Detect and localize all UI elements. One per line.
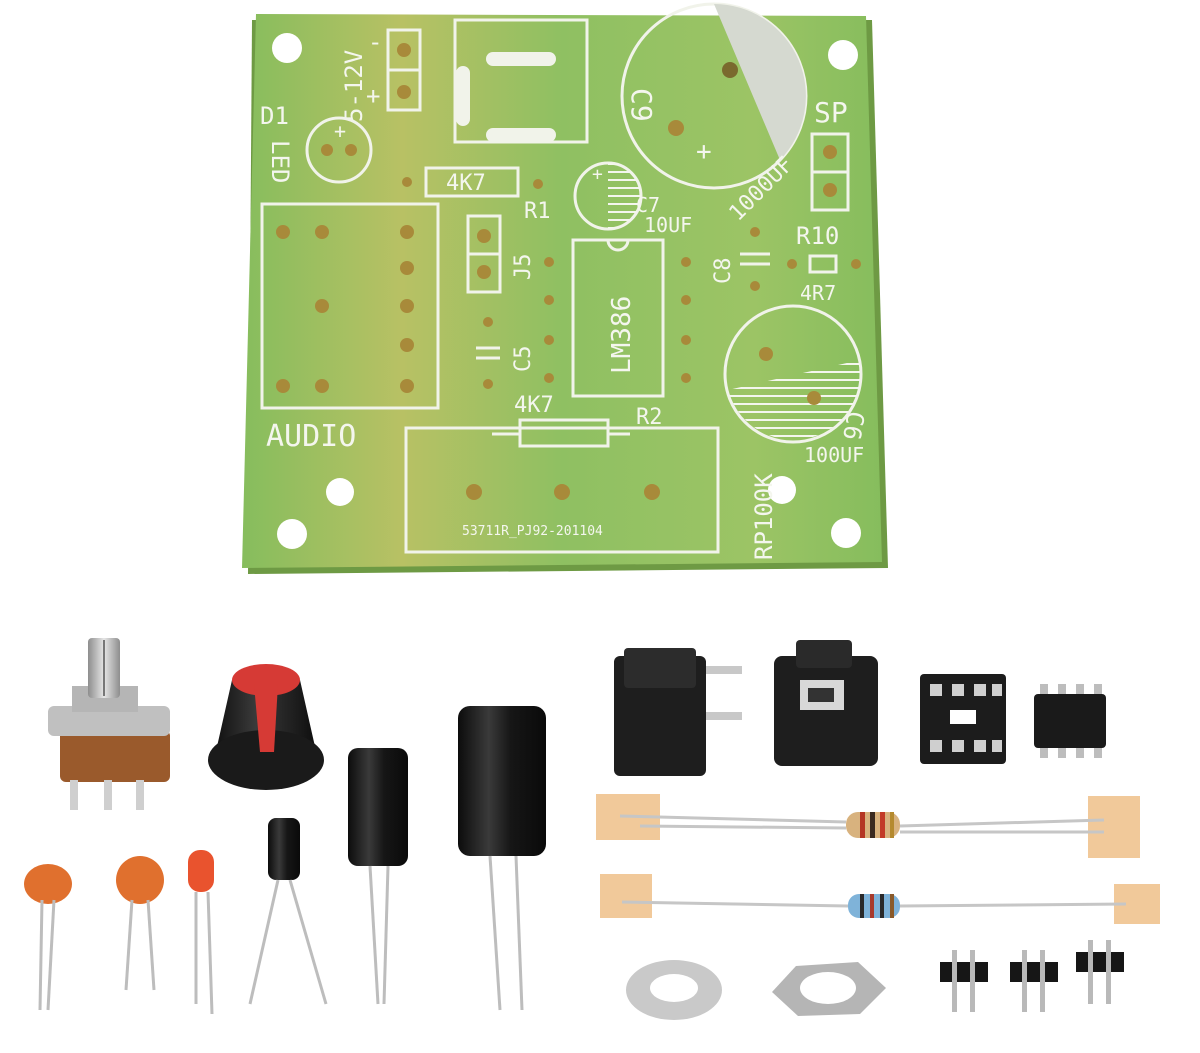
pad: [851, 259, 861, 269]
pad: [823, 145, 837, 159]
r1-outline: [424, 166, 520, 198]
pin-header: [1010, 950, 1058, 1012]
ic-label: LM386: [607, 296, 637, 374]
large-electrolytic-capacitor: [458, 706, 546, 1011]
mount-hole: [768, 476, 796, 504]
d1-label: D1: [260, 102, 289, 130]
audio-label: AUDIO: [266, 419, 356, 454]
pad: [787, 259, 797, 269]
mount-hole: [828, 40, 858, 70]
ic-pads: [544, 257, 691, 383]
c9-plus: +: [696, 137, 712, 167]
r1-value: 4K7: [446, 171, 486, 196]
pad: [477, 229, 491, 243]
ceramic-capacitor: [24, 864, 72, 1011]
ceramic-capacitor: [116, 856, 164, 991]
potentiometer: [48, 638, 170, 810]
resistor-tape: [596, 794, 1140, 858]
mount-hole: [277, 519, 307, 549]
r2-label: R2: [636, 405, 663, 430]
led-plus: +: [334, 119, 346, 143]
c6-label: C6: [837, 409, 870, 442]
knob: [208, 664, 324, 790]
c6-value: 100UF: [804, 443, 864, 467]
mount-hole: [831, 518, 861, 548]
pad: [402, 177, 412, 187]
pcb-board: 5-12V - + + D1 LED 4K7 R1 AUDIO: [242, 2, 888, 574]
dc-power-jack: [614, 648, 742, 776]
pad: [823, 183, 837, 197]
pad: [644, 484, 660, 500]
pad: [533, 179, 543, 189]
pad: [397, 85, 411, 99]
ic-outline: [571, 238, 665, 398]
red-led: [188, 850, 214, 1015]
svg-text:+: +: [592, 164, 603, 185]
power-minus-label: -: [368, 28, 382, 56]
pad: [750, 281, 760, 291]
c5-label: C5: [511, 346, 536, 373]
power-label: 5-12V: [340, 50, 368, 122]
c9-label: C9: [625, 88, 658, 122]
audio-jack: [774, 640, 878, 766]
r1-label: R1: [524, 199, 551, 224]
rp-label: RP100K: [750, 473, 778, 560]
small-electrolytic-capacitor: [248, 818, 328, 1005]
pad: [750, 227, 760, 237]
c8-label: C8: [711, 258, 736, 285]
pad: [321, 144, 333, 156]
mount-hole: [272, 33, 302, 63]
pad: [554, 484, 570, 500]
r10-label: R10: [796, 222, 839, 250]
led-outline: [305, 116, 373, 184]
c7-label: C7: [636, 193, 660, 217]
pcb-surface: [242, 14, 882, 568]
pad: [483, 379, 493, 389]
board-code: 53711R_PJ92-201104: [462, 524, 603, 539]
mount-hole: [326, 478, 354, 506]
led-label: LED: [266, 140, 294, 183]
pad: [483, 317, 493, 327]
r2-value: 4K7: [514, 393, 554, 418]
audio-jack-outline: [260, 202, 440, 410]
pot-outline: [404, 426, 720, 554]
lm386-chip: [1034, 684, 1106, 758]
r10-outline: [808, 254, 838, 274]
ic-socket: [920, 674, 1006, 764]
pin-header: [1076, 940, 1124, 1004]
resistor-tape: [600, 874, 1160, 924]
c6-outline: [723, 304, 863, 444]
hex-nut: [772, 962, 886, 1016]
r10-value: 4R7: [800, 281, 836, 305]
c7-value: 10UF: [644, 213, 692, 237]
washer: [626, 960, 722, 1020]
pad: [466, 484, 482, 500]
j5-label: J5: [511, 254, 536, 281]
pad: [397, 43, 411, 57]
sp-label: SP: [814, 96, 848, 129]
pad: [477, 265, 491, 279]
pin-header: [940, 950, 988, 1012]
medium-electrolytic-capacitor: [348, 748, 408, 1005]
power-plus-label: +: [366, 82, 380, 110]
audio-pads: [276, 225, 414, 393]
pad: [345, 144, 357, 156]
